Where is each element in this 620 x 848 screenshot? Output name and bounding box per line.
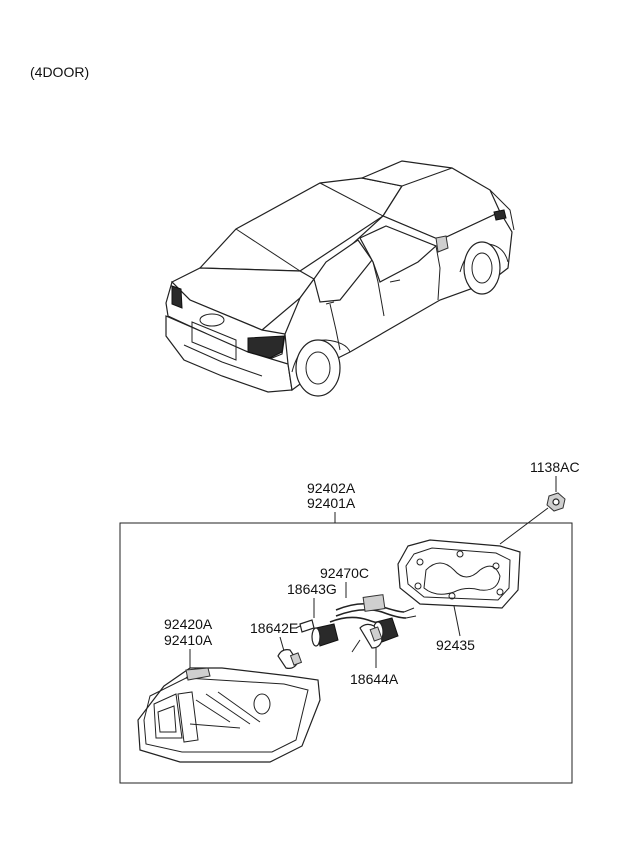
part-label-92402A: 92402A [307,480,356,496]
leader-line-nut-to-gasket [499,507,549,545]
assembly-box [119,522,573,784]
large-bulb-part [359,623,383,649]
nut-part [546,492,566,512]
part-label-18642E: 18642E [250,620,298,636]
gasket-part [397,539,521,609]
part-label-92410A: 92410A [164,632,213,648]
part-label-92401A: 92401A [307,495,356,511]
leader-line-bulb-socket [279,636,285,652]
part-label-92435: 92435 [436,637,475,653]
part-label-18643G: 18643G [287,581,337,597]
part-label-92470C: 92470C [320,565,369,581]
leader-line-gasket [453,605,461,637]
car-illustration [165,160,515,397]
part-label-92420A: 92420A [164,616,213,632]
socket-wiring-part [311,594,417,647]
leader-line-bulb-to-socket [351,639,361,653]
variant-label: (4DOOR) [30,64,89,80]
socket-bulb-part [277,649,303,669]
part-label-1138AC: 1138AC [530,459,580,475]
part-label-18644A: 18644A [350,671,399,687]
small-bulb-part [295,619,315,633]
tail-lamp-part [137,667,321,763]
